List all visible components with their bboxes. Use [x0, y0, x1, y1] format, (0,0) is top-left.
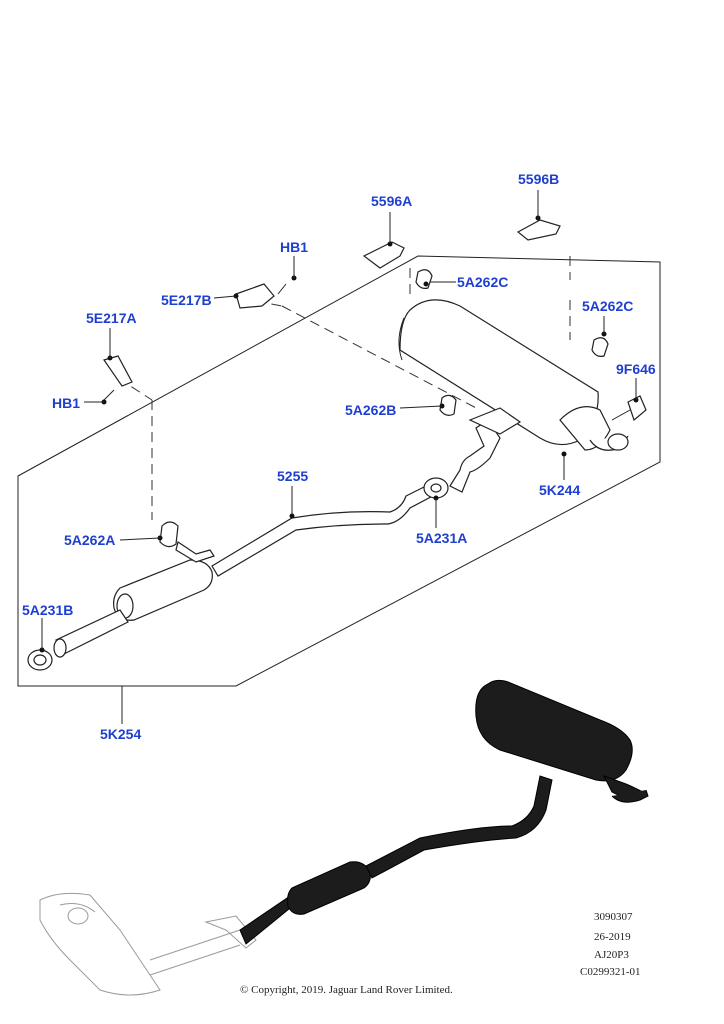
isolator-5A262A — [119, 521, 215, 563]
assembly-frame-5K254 — [17, 255, 661, 687]
callout-5E217A: 5E217A — [86, 310, 137, 326]
clamp-5A231A — [423, 477, 449, 528]
isolator-5A262C-upper — [415, 269, 456, 289]
copyright: © Copyright, 2019. Jaguar Land Rover Lim… — [240, 984, 453, 996]
hanger-5E217B — [213, 283, 275, 309]
rear-muffler-5K244 — [398, 299, 629, 451]
ref-catalogue: C0299321-01 — [580, 966, 641, 978]
ref-date: 26-2019 — [594, 931, 631, 943]
callout-labels: 5596A 5596B HB1 5E217B 5A262C 5A262C 5E2… — [22, 171, 656, 742]
overview-illustration — [39, 679, 649, 996]
ref-model: AJ20P3 — [594, 949, 629, 961]
callout-5A262B: 5A262B — [345, 402, 396, 418]
callout-5255: 5255 — [277, 468, 308, 484]
callout-5A231A: 5A231A — [416, 530, 467, 546]
intermediate-pipe-5255 — [211, 407, 522, 577]
bolt-HB1-left — [84, 389, 115, 405]
reference-block: 3090307 26-2019 AJ20P3 C0299321-01 © Cop… — [240, 911, 641, 996]
isolator-5A262C-lower — [591, 316, 609, 357]
callout-5K254: 5K254 — [100, 726, 141, 742]
callout-5A262C-lower: 5A262C — [582, 298, 633, 314]
front-silencer — [53, 559, 213, 658]
callout-5K244: 5K244 — [539, 482, 580, 498]
bracket-5596A — [362, 212, 405, 269]
callout-HB1-top: HB1 — [280, 239, 308, 255]
callout-5A262A: 5A262A — [64, 532, 115, 548]
ref-number: 3090307 — [594, 911, 633, 923]
bolt-HB1-top — [277, 256, 297, 295]
callout-5596B: 5596B — [518, 171, 559, 187]
isolator-5A262B — [399, 394, 457, 416]
callout-9F646: 9F646 — [616, 361, 656, 377]
callout-5A231B: 5A231B — [22, 602, 73, 618]
leader-lines — [289, 451, 567, 519]
callout-5E217B: 5E217B — [161, 292, 212, 308]
callout-5A262C-upper: 5A262C — [457, 274, 508, 290]
callout-HB1-left: HB1 — [52, 395, 80, 411]
callout-5596A: 5596A — [371, 193, 412, 209]
bracket-5596B — [516, 190, 561, 241]
sensor-9F646 — [611, 378, 647, 422]
clamp-5A231B — [27, 618, 53, 671]
hanger-5E217A — [103, 328, 133, 387]
